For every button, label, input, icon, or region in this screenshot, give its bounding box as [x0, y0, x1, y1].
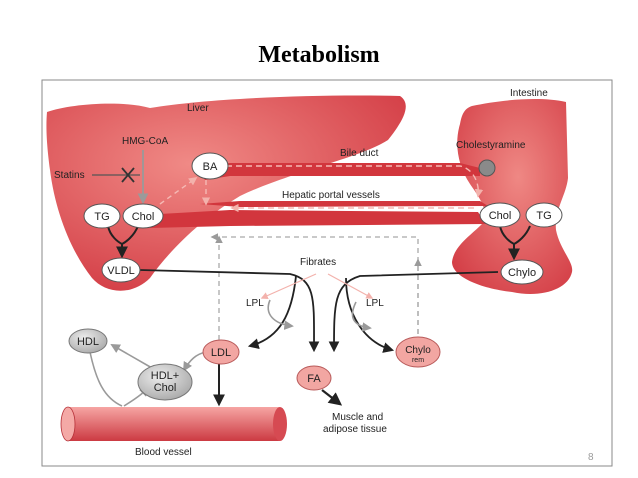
- muscle-label-line1: Muscle and: [332, 412, 383, 423]
- muscle-label-line2: adipose tissue: [323, 424, 387, 435]
- node-chol-liver: Chol: [122, 203, 164, 229]
- slide-title: Metabolism: [258, 42, 380, 68]
- node-hdl-chol-line2: Chol: [154, 382, 177, 394]
- node-ldl-label: LDL: [211, 347, 231, 359]
- cholestyramine-icon: [478, 159, 496, 177]
- node-chol-intestine: Chol: [479, 202, 521, 228]
- node-chylo: Chylo: [500, 259, 544, 285]
- liver-label: Liver: [187, 103, 209, 114]
- bile-flow-arrow: [226, 165, 484, 198]
- node-hdl-chol: HDL+ Chol: [137, 363, 193, 401]
- intestine-label: Intestine: [510, 88, 548, 99]
- vldl-to-ldl-path: [247, 275, 297, 349]
- node-vldl-label: VLDL: [107, 265, 135, 277]
- diagram-frame: [41, 79, 613, 467]
- node-tg-liver-label: TG: [94, 211, 109, 223]
- hepatic-portal-band: [150, 210, 486, 228]
- hepatic-portal-band-top: [200, 201, 488, 207]
- lpl-right-arrow: [351, 301, 372, 332]
- node-chylo-label: Chylo: [508, 267, 536, 279]
- node-tg-liver: TG: [83, 203, 121, 229]
- blood-vessel: [60, 406, 287, 442]
- vldl-to-fa-path: [139, 269, 320, 353]
- bile-duct-label: Bile duct: [340, 148, 379, 159]
- fibrates-arrow-left: [260, 273, 317, 299]
- node-chol-liver-label: Chol: [132, 211, 155, 223]
- lpl-left-label: LPL: [246, 298, 264, 309]
- node-hdl-chol-line1: HDL+: [151, 370, 179, 382]
- node-hdl: HDL: [68, 328, 108, 354]
- node-chol-intestine-label: Chol: [489, 210, 512, 222]
- node-tg-intestine: TG: [525, 202, 563, 228]
- hepatic-portal-label: Hepatic portal vessels: [282, 190, 380, 201]
- node-ldl: LDL: [202, 339, 240, 365]
- bile-duct: [195, 163, 480, 180]
- chol-to-ba-arrow: [159, 177, 198, 205]
- hdl-to-vessel-path: [89, 351, 123, 407]
- dashed-return-path: [210, 233, 419, 352]
- lpl-left-arrow: [267, 299, 294, 330]
- node-ba: BA: [191, 152, 229, 180]
- page-number: 8: [588, 452, 594, 463]
- cholestyramine-label: Cholestyramine: [456, 140, 526, 151]
- node-tg-intestine-label: TG: [536, 210, 551, 222]
- node-vldl: VLDL: [101, 257, 141, 283]
- ldl-to-hdlchol-arrow: [183, 351, 207, 372]
- node-fa: FA: [296, 365, 332, 391]
- blood-vessel-label: Blood vessel: [135, 447, 192, 458]
- node-ba-label: BA: [203, 161, 218, 173]
- fibrates-label: Fibrates: [300, 257, 336, 268]
- hdlchol-to-hdl-arrow: [110, 344, 153, 369]
- liver-shape: [46, 95, 406, 291]
- intestine-shape: [452, 99, 573, 294]
- node-hdl-label: HDL: [77, 336, 99, 348]
- node-chylo-rem-line1: Chylo: [405, 345, 431, 356]
- fibrates-arrow-right: [327, 273, 374, 299]
- statins-block-icon: [121, 167, 135, 183]
- fa-to-muscle-arrow: [321, 389, 343, 406]
- node-chylo-rem: Chylo rem: [395, 336, 441, 368]
- chylo-to-fa-path: [328, 271, 499, 353]
- node-chylo-rem-line2: rem: [412, 357, 424, 364]
- hmg-coa-label: HMG-CoA: [122, 136, 168, 147]
- lpl-right-label: LPL: [366, 298, 384, 309]
- statins-label: Statins: [54, 170, 85, 181]
- node-fa-label: FA: [307, 373, 321, 385]
